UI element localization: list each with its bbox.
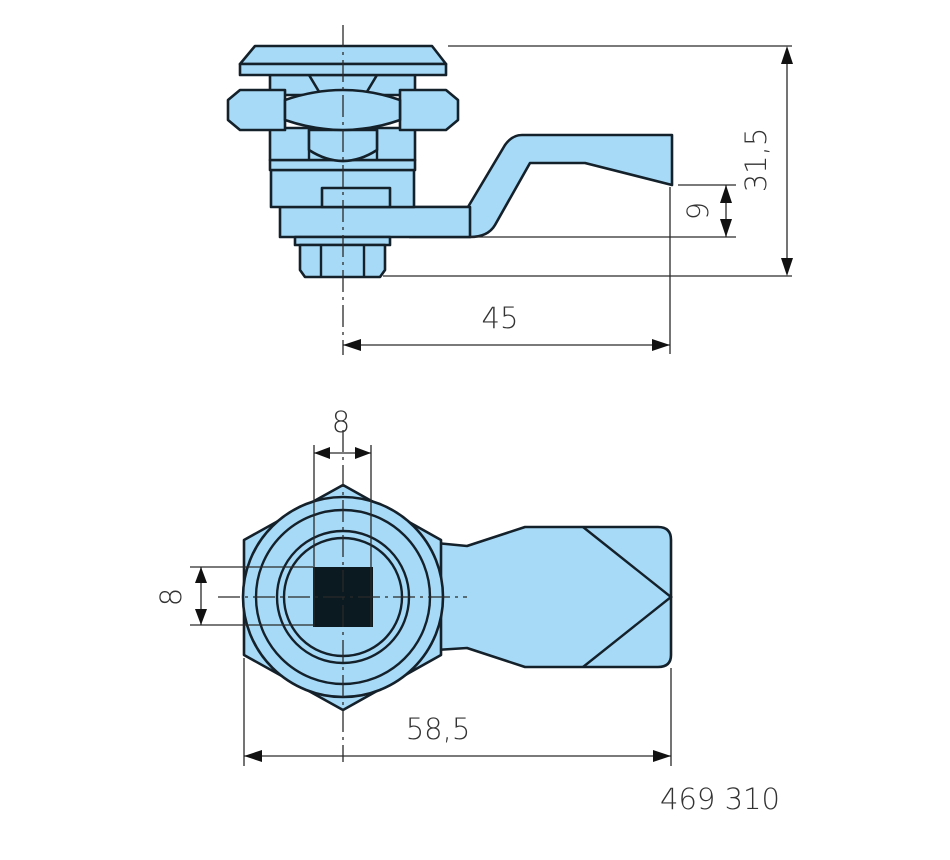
dim-offset-label: 9	[681, 202, 715, 220]
lever-plate	[278, 205, 472, 239]
dim-square-width-label: 8	[332, 405, 350, 439]
side-view-cam-lock	[226, 25, 674, 355]
body-step	[320, 186, 392, 209]
dim-total-length-label: 58,5	[406, 712, 471, 746]
dim-height-label: 31,5	[739, 128, 773, 193]
top-view-dimensions: 8 8 58,5	[154, 405, 672, 766]
lever-side	[408, 133, 674, 239]
dim-square-height-label: 8	[154, 588, 188, 606]
dim-length-label: 45	[482, 301, 519, 335]
lever-top	[434, 525, 673, 669]
hex-nut-right	[398, 88, 460, 132]
side-view-dimensions: 45 31,5 9	[343, 45, 793, 354]
part-number: 469 310	[660, 782, 780, 816]
hex-nut-left	[226, 88, 287, 132]
top-view-cam-lock	[218, 430, 673, 762]
